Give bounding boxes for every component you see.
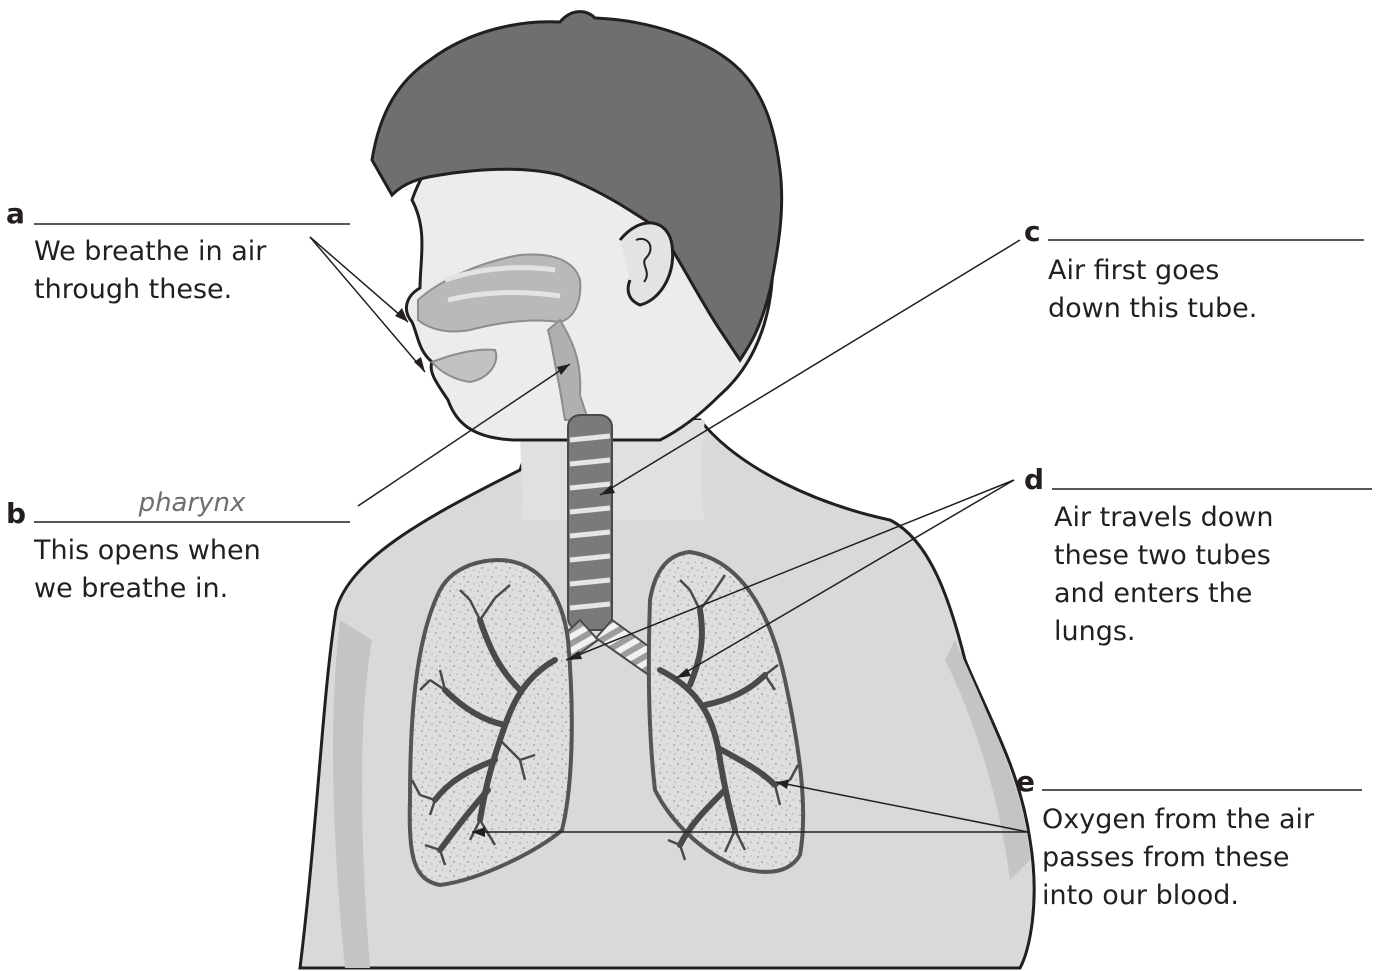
description-c: Air first goes down this tube. — [1048, 252, 1257, 328]
description-d-line-2: these two tubes — [1054, 537, 1273, 575]
label-letter-e: e — [1016, 768, 1035, 796]
description-e-line-2: passes from these — [1042, 839, 1314, 877]
description-e-line-3: into our blood. — [1042, 877, 1314, 915]
label-letter-b: b — [6, 500, 26, 528]
description-c-line-2: down this tube. — [1048, 290, 1257, 328]
label-letter-a: a — [6, 200, 25, 228]
answer-field-d[interactable] — [1052, 456, 1372, 484]
description-a: We breathe in air through these. — [34, 233, 266, 309]
description-b: This opens when we breathe in. — [34, 532, 261, 608]
description-b-line-2: we breathe in. — [34, 570, 261, 608]
label-letter-c: c — [1024, 218, 1041, 246]
description-d: Air travels down these two tubes and ent… — [1054, 499, 1273, 651]
description-d-line-4: lungs. — [1054, 613, 1273, 651]
answer-field-b[interactable]: pharynx — [34, 490, 350, 518]
description-e: Oxygen from the air passes from these in… — [1042, 801, 1314, 915]
description-a-line-2: through these. — [34, 271, 266, 309]
description-e-line-1: Oxygen from the air — [1042, 801, 1314, 839]
description-d-line-1: Air travels down — [1054, 499, 1273, 537]
answer-field-c[interactable] — [1048, 208, 1364, 236]
description-b-line-1: This opens when — [34, 532, 261, 570]
label-letter-d: d — [1024, 466, 1044, 494]
trachea-shape — [568, 415, 612, 630]
answer-field-a[interactable] — [34, 192, 350, 220]
answer-field-e[interactable] — [1042, 758, 1362, 786]
description-d-line-3: and enters the — [1054, 575, 1273, 613]
pointer-a-nose — [310, 237, 408, 322]
description-a-line-1: We breathe in air — [34, 233, 266, 271]
description-c-line-1: Air first goes — [1048, 252, 1257, 290]
